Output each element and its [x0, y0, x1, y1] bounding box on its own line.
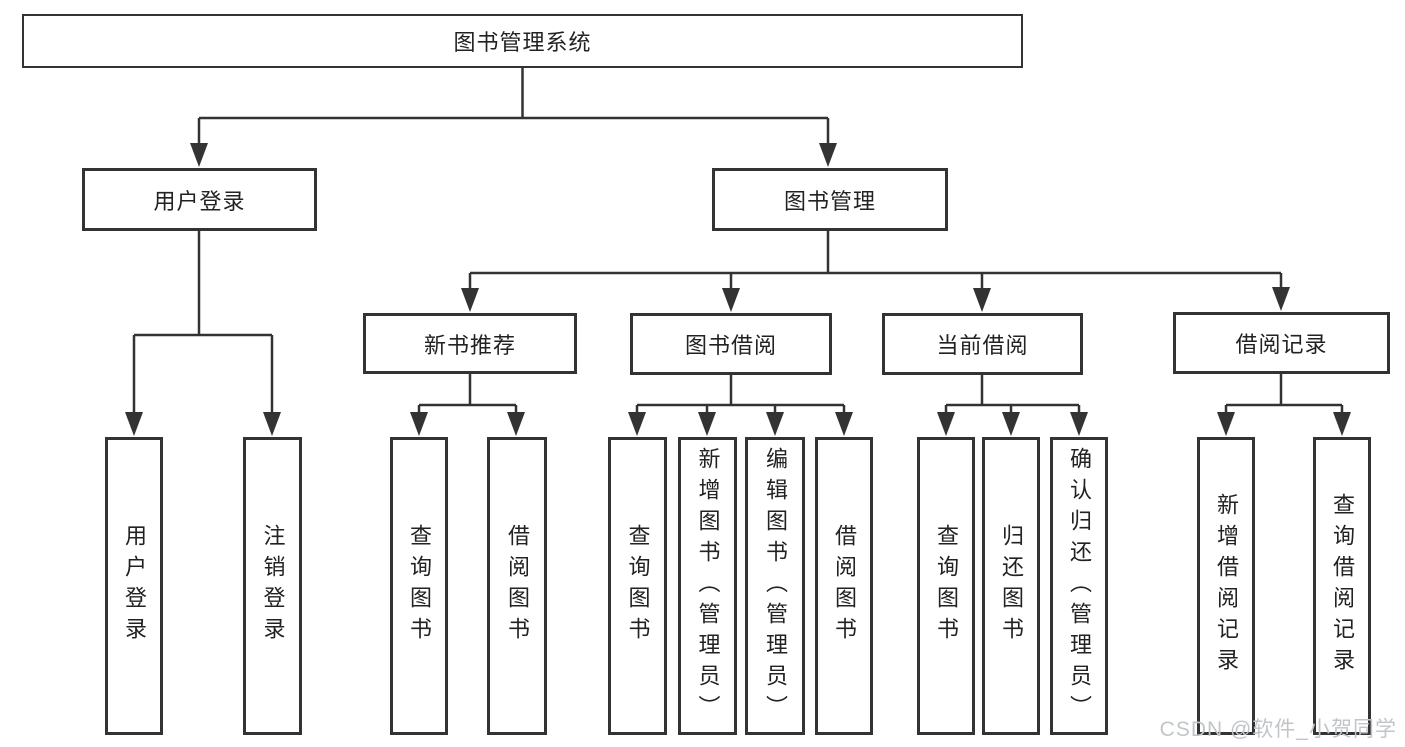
leaf-borrow-books: 借阅图书: [815, 437, 873, 735]
arrowhead-icon: [1002, 412, 1020, 436]
leaf-confirm-return-admin: 确认归还（管理员）: [1050, 437, 1108, 735]
node-label: 借阅图书: [832, 524, 857, 648]
leaf-add-borrow-record: 新增借阅记录: [1197, 437, 1255, 735]
arrowhead-icon: [190, 143, 208, 167]
leaf-logout: 注销登录: [243, 437, 302, 735]
node-user-login: 用户登录: [82, 168, 317, 231]
leaf-query-books-current: 查询图书: [917, 437, 975, 735]
node-borrowing-records: 借阅记录: [1173, 312, 1390, 374]
node-label: 图书管理系统: [453, 30, 592, 55]
node-new-book-recommend: 新书推荐: [363, 313, 577, 374]
arrowhead-icon: [1333, 412, 1351, 436]
arrowhead-icon: [263, 412, 281, 436]
node-label: 查询图书: [934, 524, 959, 648]
arrowhead-icon: [1217, 412, 1235, 436]
node-label: 借阅图书: [505, 524, 530, 648]
leaf-query-books-recommend: 查询图书: [390, 437, 448, 735]
csdn-watermark: CSDN @软件_小贺同学: [1159, 718, 1397, 741]
node-label: 当前借阅: [936, 333, 1029, 358]
arrowhead-icon: [1070, 412, 1088, 436]
arrowhead-icon: [698, 412, 716, 436]
leaf-borrow-books-recommend: 借阅图书: [487, 437, 547, 735]
arrowhead-icon: [819, 143, 837, 167]
arrowhead-icon: [461, 288, 479, 312]
node-library-management-system: 图书管理系统: [22, 14, 1023, 68]
node-label: 注销登录: [260, 524, 286, 648]
node-book-management: 图书管理: [712, 168, 948, 231]
node-label: 用户登录: [122, 524, 147, 648]
node-current-borrowing: 当前借阅: [882, 313, 1083, 375]
leaf-user-login: 用户登录: [105, 437, 163, 735]
node-label: 借阅记录: [1235, 332, 1328, 357]
arrowhead-icon: [973, 288, 991, 312]
node-label: 图书管理: [783, 188, 876, 214]
leaf-return-books: 归还图书: [982, 437, 1040, 735]
leaf-edit-books-admin: 编辑图书（管理员）: [745, 437, 805, 735]
arrowhead-icon: [125, 412, 143, 436]
arrowhead-icon: [766, 412, 784, 436]
arrowhead-icon: [722, 288, 740, 312]
node-label: 查询图书: [407, 524, 432, 648]
arrowhead-icon: [628, 412, 646, 436]
node-label: 查询图书: [625, 524, 651, 648]
node-label: 新书推荐: [423, 332, 516, 358]
node-label: 归还图书: [999, 524, 1024, 648]
node-label: 新增借阅记录: [1214, 493, 1239, 679]
node-book-borrowing: 图书借阅: [630, 313, 832, 375]
node-label: 新增图书（管理员）: [695, 446, 721, 726]
arrowhead-icon: [1272, 287, 1290, 311]
node-label: 确认归还（管理员）: [1067, 446, 1092, 726]
arrowhead-icon: [835, 412, 853, 436]
node-label: 查询借阅记录: [1330, 493, 1355, 679]
node-label: 图书借阅: [684, 333, 777, 358]
arrowhead-icon: [507, 412, 525, 436]
node-label: 编辑图书（管理员）: [763, 446, 788, 726]
node-label: 用户登录: [153, 188, 246, 214]
leaf-query-borrow-record: 查询借阅记录: [1313, 437, 1371, 735]
arrowhead-icon: [410, 412, 428, 436]
arrowhead-icon: [937, 412, 955, 436]
leaf-add-books-admin: 新增图书（管理员）: [678, 437, 737, 735]
leaf-query-books-borrowing: 查询图书: [608, 437, 667, 735]
